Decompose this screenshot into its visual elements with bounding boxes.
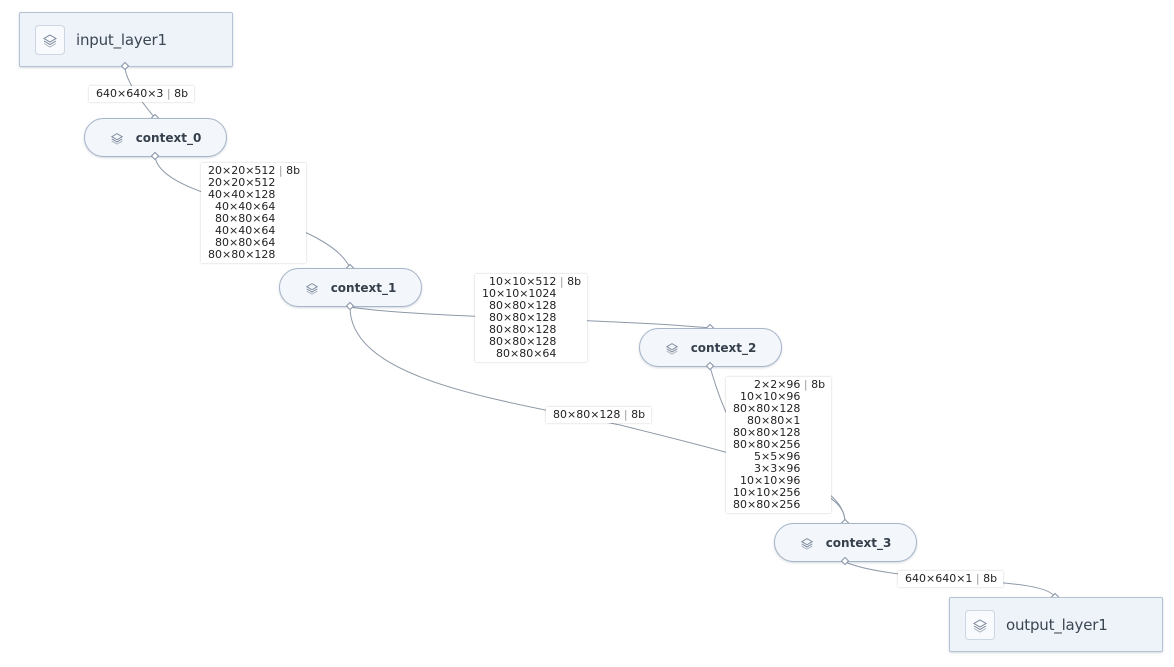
tensor-shape-text: 40×40×64 [215, 224, 276, 237]
edge-tensor-shape: 20×20×512 | 8b [208, 165, 300, 177]
tensor-shape-text: 20×20×512 [208, 176, 276, 189]
separator: | [972, 572, 984, 585]
layers-icon [35, 24, 65, 55]
layers-icon [965, 609, 995, 640]
tensor-shape-text: 80×80×128 [733, 426, 801, 439]
tensor-shape-text: 80×80×128 [488, 299, 557, 312]
node-context-3[interactable]: context_3 [774, 523, 917, 562]
edge-label-e0: 640×640×3 | 8b [89, 86, 195, 102]
node-context-2[interactable]: context_2 [639, 328, 782, 367]
bit-depth: 8b [811, 378, 826, 391]
tensor-shape-text: 2×2×96 [754, 378, 801, 391]
edge-tensor-shape: 640×640×1 | 8b [905, 573, 997, 585]
node-label: output_layer1 [1006, 615, 1108, 634]
edge-tensor-shape: 2×2×96 | 8b [733, 379, 825, 391]
edge-tensor-shape: 640×640×3 | 8b [96, 88, 188, 100]
tensor-shape-text: 10×10×512 [488, 275, 557, 288]
edge-tensor-shape: 80×80×128 | 8b [553, 409, 645, 421]
bit-depth: 8b [631, 408, 646, 421]
tensor-shape-text: 80×80×128 [488, 311, 557, 324]
tensor-shape-text: 80×80×128 [733, 402, 801, 415]
edge-tensor-shape: 10×10×1024 | 8b [482, 288, 581, 300]
tensor-shape-text: 40×40×64 [215, 200, 276, 213]
layers-icon [800, 536, 814, 550]
layers-icon [110, 131, 124, 145]
node-label: input_layer1 [76, 30, 167, 49]
layers-icon [665, 341, 679, 355]
edge-tensor-shape: 80×80×64 | 8b [482, 348, 581, 360]
edge-tensor-shape: 80×80×64 | 8b [208, 237, 300, 249]
bit-depth: 8b [174, 87, 189, 100]
bit-depth: 8b [567, 275, 582, 288]
layers-icon [305, 281, 319, 295]
tensor-shape-text: 80×80×64 [495, 347, 557, 360]
tensor-shape-text: 80×80×256 [733, 438, 801, 451]
tensor-shape-text: 20×20×512 [208, 164, 276, 177]
edge-tensor-shape: 80×80×64 | 8b [208, 213, 300, 225]
node-label: context_3 [825, 535, 892, 550]
tensor-shape-text: 3×3×96 [754, 462, 801, 475]
tensor-shape-text: 40×40×128 [208, 188, 276, 201]
tensor-shape-text: 80×80×64 [215, 236, 276, 249]
node-output-layer1[interactable]: output_layer1 [949, 597, 1163, 652]
node-context-0[interactable]: context_0 [84, 118, 227, 157]
edge-tensor-shape: 20×20×512 | 8b [208, 177, 300, 189]
tensor-shape-text: 80×80×1 [747, 414, 801, 427]
bit-depth: 8b [286, 164, 301, 177]
node-input-layer1[interactable]: input_layer1 [19, 12, 233, 67]
bit-depth: 8b [983, 572, 998, 585]
edge-tensor-shape: 10×10×96 | 8b [733, 475, 825, 487]
separator: | [275, 164, 287, 177]
edge-label-e3: 80×80×128 | 8b [546, 407, 652, 423]
edge-tensor-shape: 80×80×256 | 8b [733, 439, 825, 451]
edge-tensor-shape: 40×40×64 | 8b [208, 225, 300, 237]
edge-tensor-shape: 3×3×96 | 8b [733, 463, 825, 475]
tensor-shape-text: 10×10×96 [740, 390, 801, 403]
tensor-shape-text: 80×80×64 [215, 212, 276, 225]
edge-tensor-shape: 80×80×128 | 8b [482, 336, 581, 348]
tensor-shape-text: 80×80×128 [208, 248, 276, 261]
node-context-1[interactable]: context_1 [279, 268, 422, 307]
edge-tensor-shape: 10×10×256 | 8b [733, 487, 825, 499]
edge-label-e5: 640×640×1 | 8b [898, 571, 1004, 587]
edge-tensor-shape: 80×80×128 | 8b [733, 403, 825, 415]
edge-tensor-shape: 40×40×128 | 8b [208, 189, 300, 201]
node-label: context_1 [330, 280, 397, 295]
edge-tensor-shape: 10×10×512 | 8b [482, 276, 581, 288]
tensor-shape-text: 640×640×3 [96, 87, 164, 100]
separator: | [800, 378, 812, 391]
edge-tensor-shape: 80×80×128 | 8b [482, 312, 581, 324]
edge-tensor-shape: 80×80×128 | 8b [208, 249, 300, 261]
edge-tensor-shape: 80×80×128 | 8b [482, 324, 581, 336]
edge-tensor-shape: 80×80×128 | 8b [482, 300, 581, 312]
edge-tensor-shape: 80×80×1 | 8b [733, 415, 825, 427]
separator: | [163, 87, 175, 100]
tensor-shape-text: 640×640×1 [905, 572, 973, 585]
edge-tensor-shape: 80×80×128 | 8b [733, 427, 825, 439]
tensor-shape-text: 80×80×128 [553, 408, 621, 421]
node-label: context_0 [135, 130, 202, 145]
tensor-shape-text: 80×80×128 [488, 335, 557, 348]
tensor-shape-text: 80×80×256 [733, 498, 801, 511]
edge-tensor-shape: 10×10×96 | 8b [733, 391, 825, 403]
tensor-shape-text: 5×5×96 [754, 450, 801, 463]
tensor-shape-text: 10×10×96 [740, 474, 801, 487]
tensor-shape-text: 80×80×128 [488, 323, 557, 336]
separator: | [620, 408, 632, 421]
node-label: context_2 [690, 340, 757, 355]
edge-tensor-shape: 40×40×64 | 8b [208, 201, 300, 213]
edge-tensor-shape: 5×5×96 | 8b [733, 451, 825, 463]
tensor-shape-text: 10×10×256 [733, 486, 801, 499]
separator: | [556, 275, 568, 288]
edge-tensor-shape: 80×80×256 | 8b [733, 499, 825, 511]
tensor-shape-text: 10×10×1024 [482, 287, 557, 300]
